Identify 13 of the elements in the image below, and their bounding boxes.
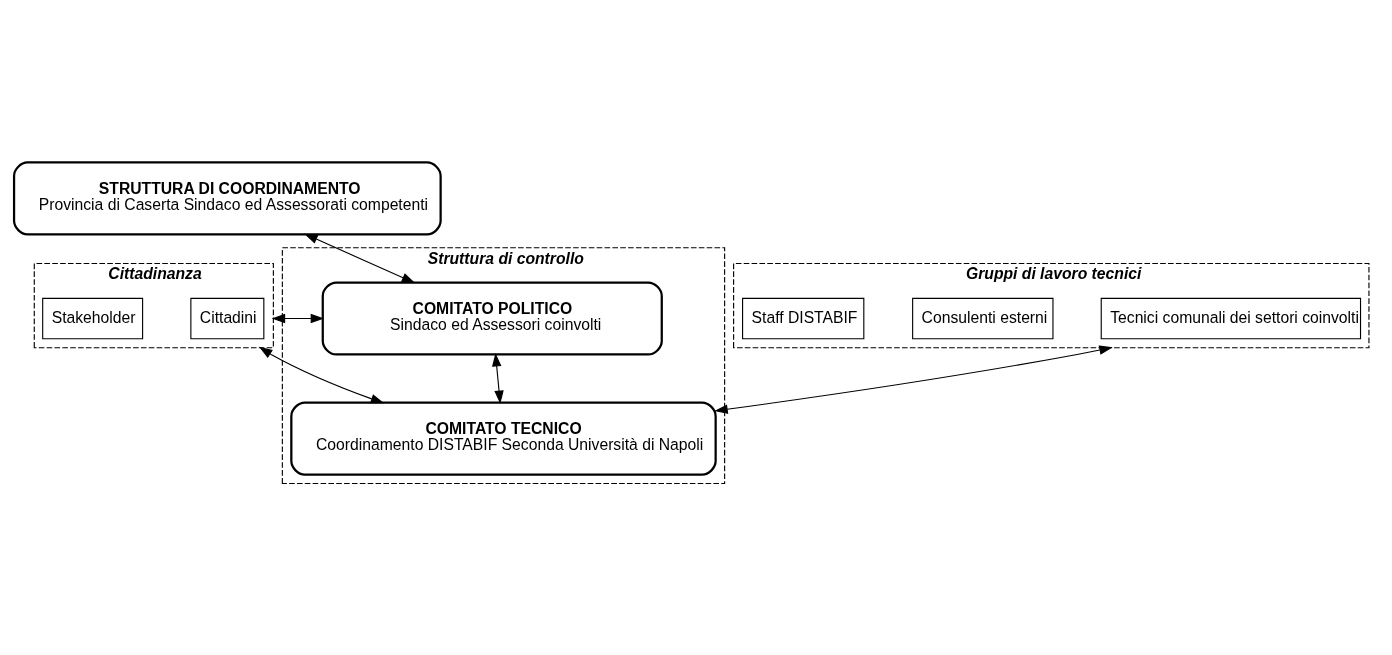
node-box: COMITATO POLITICO Sindaco ed Assessori coinvolti [321, 281, 663, 356]
node-box: STRUTTURA DI COORDINAMENTO Provincia di Caserta Sindaco ed Assessorati competenti [12, 161, 442, 236]
node-box: Staff DISTABIF [742, 297, 865, 340]
node-box: Stakeholder [42, 297, 144, 340]
node-box: Consulenti esterni [912, 297, 1054, 340]
arrow [492, 353, 504, 405]
arrow [304, 233, 416, 284]
node-box: Tecnici comunali dei settori coinvolti [1100, 297, 1362, 340]
arrow [258, 346, 385, 404]
node-box: Cittadini [190, 297, 265, 340]
node-box: COMITATO TECNICO Coordinamento DISTABIF Seconda Università di Napoli [290, 401, 717, 476]
arrow [271, 313, 325, 324]
arrow [714, 345, 1113, 414]
